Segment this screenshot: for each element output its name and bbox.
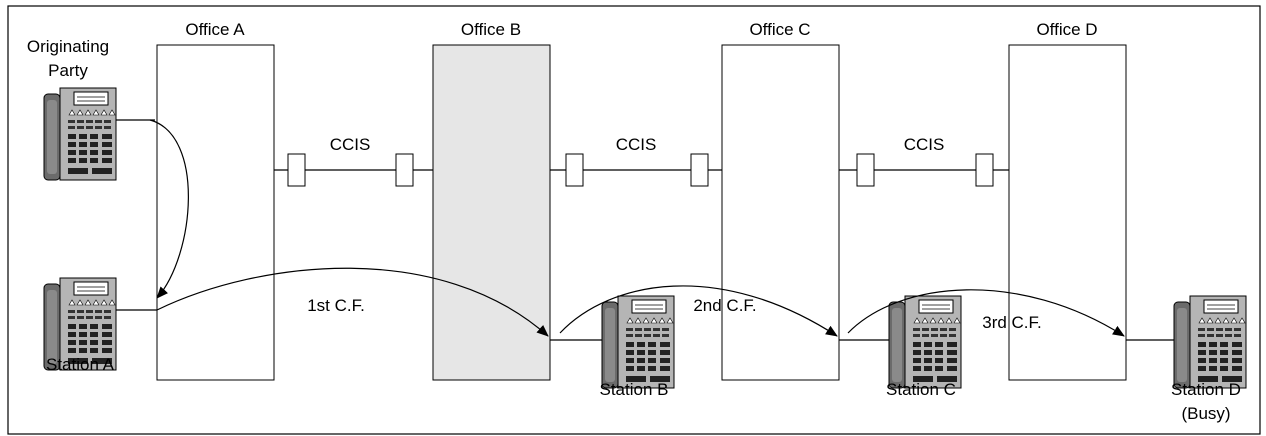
originating-party-label-line2: Party [48, 61, 88, 80]
office-a-label: Office A [185, 20, 245, 39]
ccis-label: CCIS [616, 135, 657, 154]
forward-label-2nd: 2nd C.F. [693, 296, 756, 315]
office-d-box [1008, 44, 1127, 381]
ccis-trunk-a-b: CCIS [274, 135, 433, 187]
station-d-label-line2: (Busy) [1181, 404, 1230, 423]
forward-arrow-2nd [559, 285, 838, 337]
office-b-box [432, 44, 551, 381]
trunk-coupler [690, 153, 709, 187]
originating-party-label-line1: Originating [27, 37, 109, 56]
trunk-coupler [287, 153, 306, 187]
trunk-coupler [856, 153, 875, 187]
station-d-telephone-icon [1173, 295, 1247, 389]
station-b-telephone-icon [601, 295, 675, 389]
ccis-label: CCIS [904, 135, 945, 154]
call-path-arrow [149, 119, 189, 299]
trunk-coupler [395, 153, 414, 187]
office-d-label: Office D [1036, 20, 1097, 39]
ccis-label: CCIS [330, 135, 371, 154]
office-c-label: Office C [749, 20, 810, 39]
station-a-label: Station A [46, 355, 115, 374]
ccis-trunk-c-d: CCIS [839, 135, 1009, 187]
forward-arrow-3rd [847, 289, 1125, 337]
trunk-coupler [975, 153, 994, 187]
forward-arrow-1st [156, 267, 549, 337]
trunk-coupler [565, 153, 584, 187]
forward-label-1st: 1st C.F. [307, 296, 365, 315]
station-d-label-line1: Station D [1171, 380, 1241, 399]
ccis-trunk-b-c: CCIS [550, 135, 722, 187]
originating-party-telephone-icon [43, 87, 117, 181]
office-c-box [721, 44, 840, 381]
station-c-label: Station C [886, 380, 956, 399]
diagram-frame [7, 5, 1261, 435]
office-b-label: Office B [461, 20, 521, 39]
station-b-label: Station B [600, 380, 669, 399]
office-a-box [156, 44, 275, 381]
forward-label-3rd: 3rd C.F. [982, 313, 1042, 332]
station-c-telephone-icon [888, 295, 962, 389]
